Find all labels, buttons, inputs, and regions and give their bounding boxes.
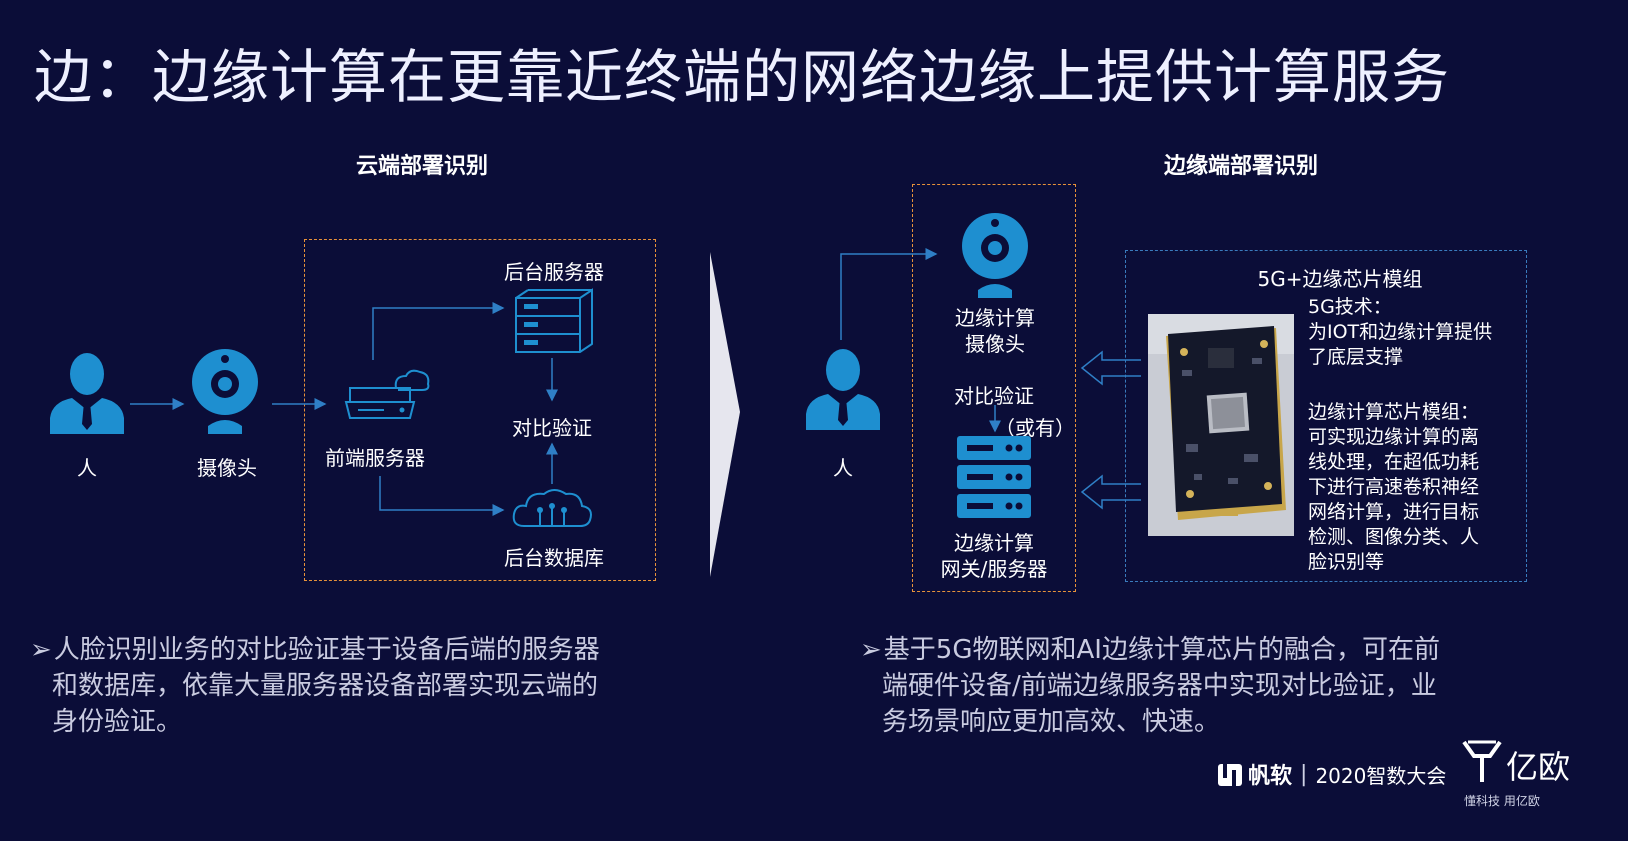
database-label: 后台数据库 <box>504 546 604 570</box>
cloud-bullet: ➢人脸识别业务的对比验证基于设备后端的服务器 和数据库，依靠大量服务器设备部署实… <box>30 635 600 737</box>
edge-compare-label: 对比验证 <box>954 384 1034 408</box>
cloud-camera-label: 摄像头 <box>197 456 257 480</box>
edge-section-heading: 边缘端部署识别 <box>1164 154 1319 179</box>
webcam-icon <box>192 349 258 434</box>
cloud-person-label: 人 <box>77 456 97 480</box>
edge-webcam-icon <box>962 213 1028 298</box>
server-stack-icon <box>957 436 1031 518</box>
chip-board-image <box>1148 314 1294 536</box>
yiou-logo-text: 亿欧 <box>1506 748 1571 786</box>
yiou-logo-icon <box>1462 740 1502 782</box>
edge-device-box <box>912 184 1076 592</box>
footer-brand: 帆软 | 2020智数大会 <box>1218 758 1446 790</box>
edge-camera-label: 边缘计算 摄像头 <box>955 306 1035 356</box>
footer-event: 2020智数大会 <box>1315 763 1447 788</box>
cloud-database-icon <box>512 489 592 527</box>
footer-separator: | <box>1300 761 1308 787</box>
chip-module-box <box>1125 250 1527 582</box>
server-rack-icon <box>515 288 593 353</box>
cloud-section-heading: 云端部署识别 <box>356 154 489 179</box>
chevron-right-icon <box>710 252 740 577</box>
front-server-label: 前端服务器 <box>325 446 425 470</box>
edge-gateway-label: 边缘计算 网关/服务器 <box>940 531 1048 581</box>
bullet-arrow-icon: ➢ <box>30 635 52 665</box>
yiou-slogan: 懂科技 用亿欧 <box>1464 794 1540 808</box>
chip-module-description: 边缘计算芯片模组： 可实现边缘计算的离 线处理，在超低功耗 下进行高速卷积神经 … <box>1308 401 1480 573</box>
back-server-label: 后台服务器 <box>504 260 604 284</box>
edge-person-icon <box>806 349 880 430</box>
edge-person-label: 人 <box>833 456 853 480</box>
front-server-cloud-icon <box>344 369 430 419</box>
yiou-logo: 亿欧 懂科技 用亿欧 <box>1462 738 1582 808</box>
chip-module-title: 5G+边缘芯片模组 <box>1257 267 1423 291</box>
footer-brand-name: 帆软 <box>1248 764 1293 789</box>
cloud-server-box <box>304 239 656 581</box>
person-icon <box>50 353 124 434</box>
fanruan-logo-icon <box>1218 764 1242 786</box>
cloud-compare-label: 对比验证 <box>512 416 592 440</box>
page-title: 边：边缘计算在更靠近终端的网络边缘上提供计算服务 <box>34 43 1451 111</box>
5g-tech-description: 5G技术： 为IOT和边缘计算提供 了底层支撑 <box>1308 296 1493 368</box>
edge-bullet: ➢基于5G物联网和AI边缘计算芯片的融合，可在前 端硬件设备/前端边缘服务器中实… <box>860 635 1440 737</box>
bullet-arrow-icon: ➢ <box>860 635 882 665</box>
